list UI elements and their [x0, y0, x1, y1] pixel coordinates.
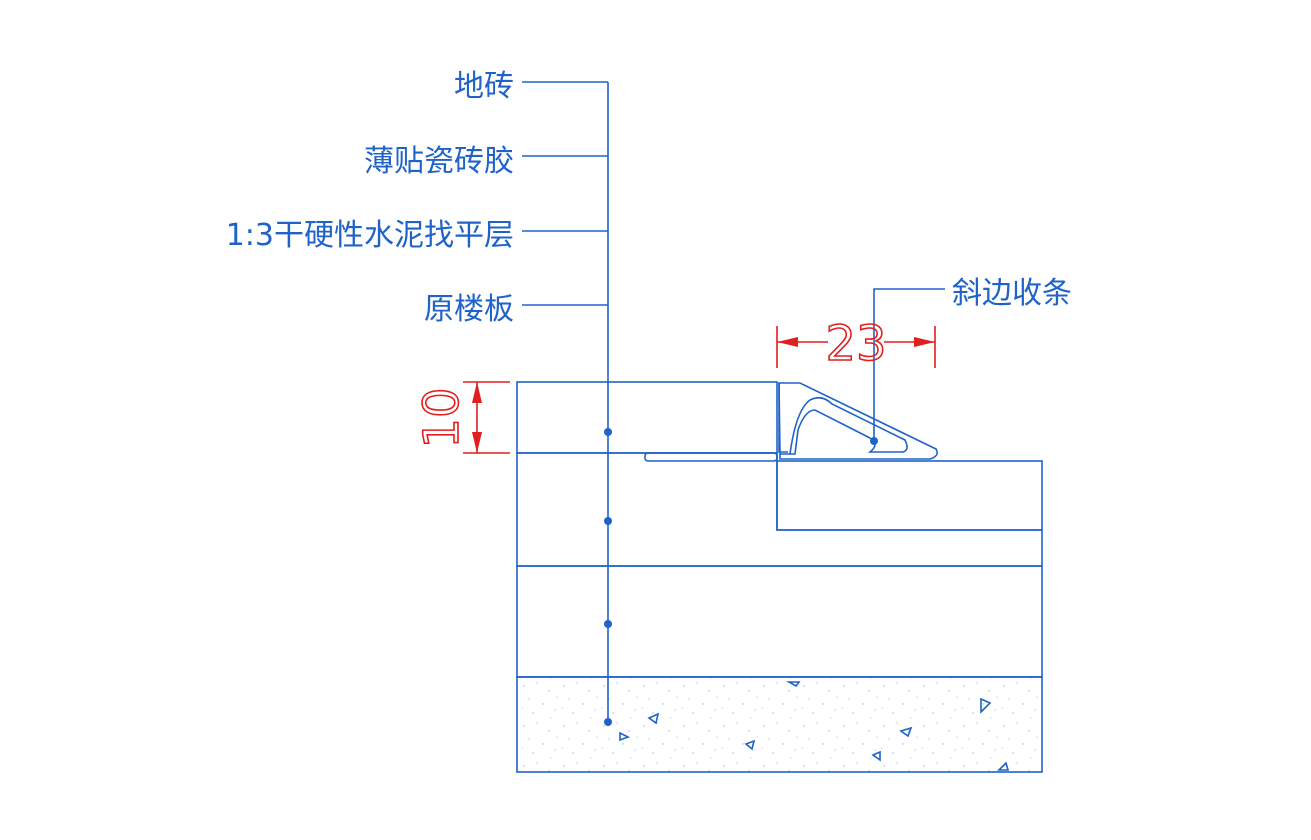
bevel-trim	[778, 382, 938, 460]
label-slab: 原楼板	[424, 292, 514, 327]
label-screed: 1:3干硬性水泥找平层	[226, 218, 514, 253]
dimension-width: 23	[776, 315, 936, 373]
aggregate-marks	[619, 681, 1010, 771]
label-floor-tile: 地砖	[454, 69, 514, 104]
adhesive-strip	[644, 452, 778, 462]
screed-layer	[516, 452, 1043, 678]
dimension-height-value: 10	[414, 387, 470, 448]
dimension-width-value: 23	[825, 316, 886, 372]
label-trim: 斜边收条	[952, 276, 1072, 311]
label-tile-adhesive: 薄贴瓷砖胶	[364, 144, 514, 179]
left-tile	[516, 381, 778, 454]
right-tile	[776, 460, 1043, 531]
slab-layer	[516, 676, 1043, 773]
leader-line	[522, 81, 612, 726]
trim-leader	[870, 288, 945, 445]
dimension-height: 10	[413, 381, 510, 454]
